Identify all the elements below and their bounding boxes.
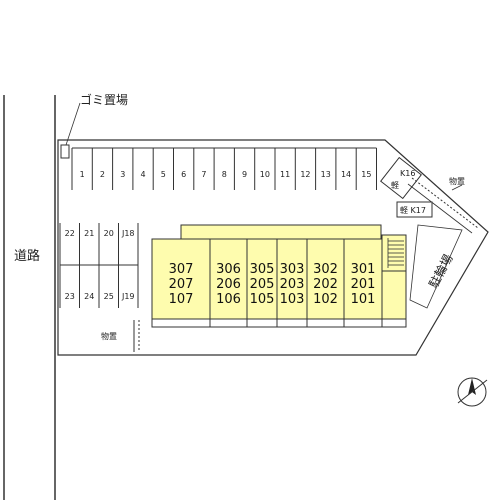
unit-number: 202 (313, 277, 338, 292)
storage-leader (451, 184, 463, 191)
unit-number: 105 (250, 292, 275, 307)
parking-slot-label: 4 (141, 170, 146, 179)
bicycle-parking-label: 駐輪場 (425, 252, 455, 291)
unit-number: 307 (169, 262, 194, 277)
apartment-building: 3072071073062061063052051053032031033022… (151, 224, 407, 328)
parking-slot-label: 21 (84, 229, 94, 238)
unit-number: 106 (216, 292, 241, 307)
unit-number: 102 (313, 292, 338, 307)
storage-bottom-label: 物置 (101, 331, 117, 341)
parking-slot-label: 15 (361, 170, 371, 179)
garbage-area (60, 144, 70, 159)
parking-slot-label: 13 (321, 170, 331, 179)
storage-strip (411, 177, 479, 229)
parking-slot-label: 22 (65, 229, 75, 238)
site-boundary (57, 139, 489, 356)
parking-slot-label: J19 (121, 292, 135, 301)
unit-number: 107 (169, 292, 194, 307)
storage-top-label: 物置 (449, 176, 465, 186)
north-arrow-icon (457, 377, 488, 407)
building-rear-strip (180, 224, 382, 240)
parking-slot-label: 7 (201, 170, 206, 179)
unit-number: 207 (169, 277, 194, 292)
parking-slot-label: 14 (341, 170, 351, 179)
balcony-strip (151, 318, 407, 328)
unit-number: 201 (351, 277, 376, 292)
parking-slot-label: 24 (84, 292, 94, 301)
parking-slot-label: 9 (242, 170, 247, 179)
parking-slot-label: 1 (80, 170, 85, 179)
parking-slot-label: 5 (161, 170, 166, 179)
parking-block-left: 22 21 20 J18 23 24 25 J19 (59, 223, 139, 308)
garbage-label: ゴミ置場 (80, 92, 128, 107)
unit-number: 302 (313, 262, 338, 277)
kei-slot-k17 (396, 201, 433, 218)
unit-number: 206 (216, 277, 241, 292)
unit-number: 305 (250, 262, 275, 277)
road-label: 道路 (14, 248, 40, 264)
stairs (387, 238, 404, 268)
parking-slot-label: 3 (120, 170, 125, 179)
garbage-leader (65, 102, 81, 146)
parking-slot-label: 11 (280, 170, 290, 179)
unit-number: 303 (280, 262, 305, 277)
parking-slot-label: 8 (222, 170, 227, 179)
kei-k17-label: 軽 K17 (400, 206, 426, 215)
unit-number: 301 (351, 262, 376, 277)
unit-number: 101 (351, 292, 376, 307)
unit-number: 103 (280, 292, 305, 307)
unit-number: 203 (280, 277, 305, 292)
parking-slot-label: 12 (300, 170, 310, 179)
parking-slot-label: 6 (181, 170, 186, 179)
parking-slot-label: 2 (100, 170, 105, 179)
unit-number: 205 (250, 277, 275, 292)
kei-k16-number: K16 (400, 169, 415, 178)
parking-slot-label: 10 (260, 170, 270, 179)
kei-k16-mark: 軽 (391, 181, 399, 190)
parking-slot-label: J18 (121, 229, 135, 238)
kei-slot-k16 (380, 156, 422, 200)
bicycle-parking-area (409, 224, 463, 309)
parking-slot-label: 20 (104, 229, 114, 238)
parking-slot-label: 23 (65, 292, 75, 301)
parking-slot-label: 25 (104, 292, 114, 301)
unit-number: 306 (216, 262, 241, 277)
storage-strip-inner (407, 183, 473, 234)
